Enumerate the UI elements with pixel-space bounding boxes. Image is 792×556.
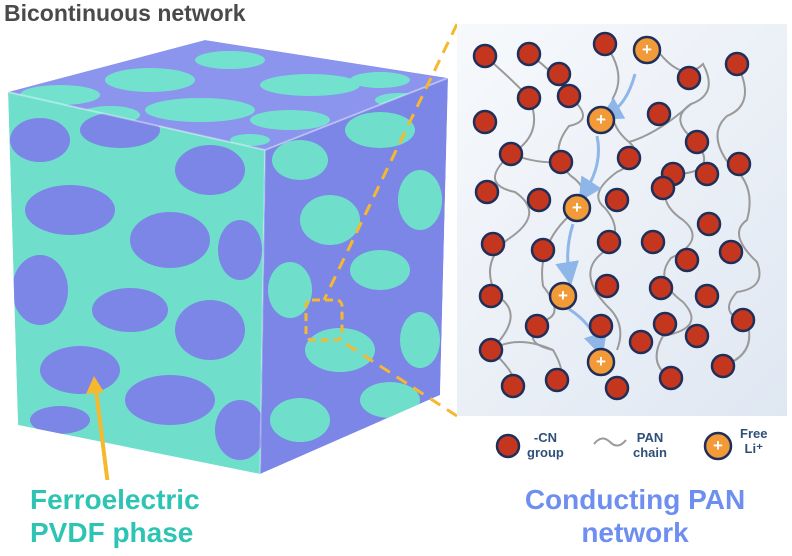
legend-chain-symbol (593, 437, 627, 447)
svg-text:+: + (558, 286, 568, 305)
svg-text:+: + (642, 40, 652, 59)
svg-text:+: + (596, 352, 606, 371)
cube-front-face (8, 92, 265, 474)
legend-li-symbol: + (703, 431, 733, 461)
svg-text:+: + (596, 110, 606, 129)
svg-text:+: + (572, 198, 582, 217)
pan-network-panel (457, 24, 787, 416)
li-ion: + (586, 347, 616, 377)
cn-groups (472, 31, 756, 401)
legend-cn-symbol (495, 433, 521, 459)
figure-title: Bicontinuous network (4, 0, 246, 26)
highlight-region (304, 298, 344, 342)
li-ion: + (548, 281, 578, 311)
pan-network-diagram: + + + + + (472, 31, 761, 401)
svg-text:+: + (713, 436, 723, 455)
legend-symbols: + (495, 431, 733, 461)
zoom-line-top (322, 23, 459, 301)
ferroelectric-pointer-arrow (94, 389, 110, 480)
li-ion: + (632, 35, 662, 65)
li-ion: + (586, 105, 616, 135)
bicontinuous-cube (7, 40, 449, 480)
free-li-ions: + + + + + (548, 35, 662, 377)
li-ion: + (562, 193, 592, 223)
zoom-line-bottom (339, 338, 458, 418)
